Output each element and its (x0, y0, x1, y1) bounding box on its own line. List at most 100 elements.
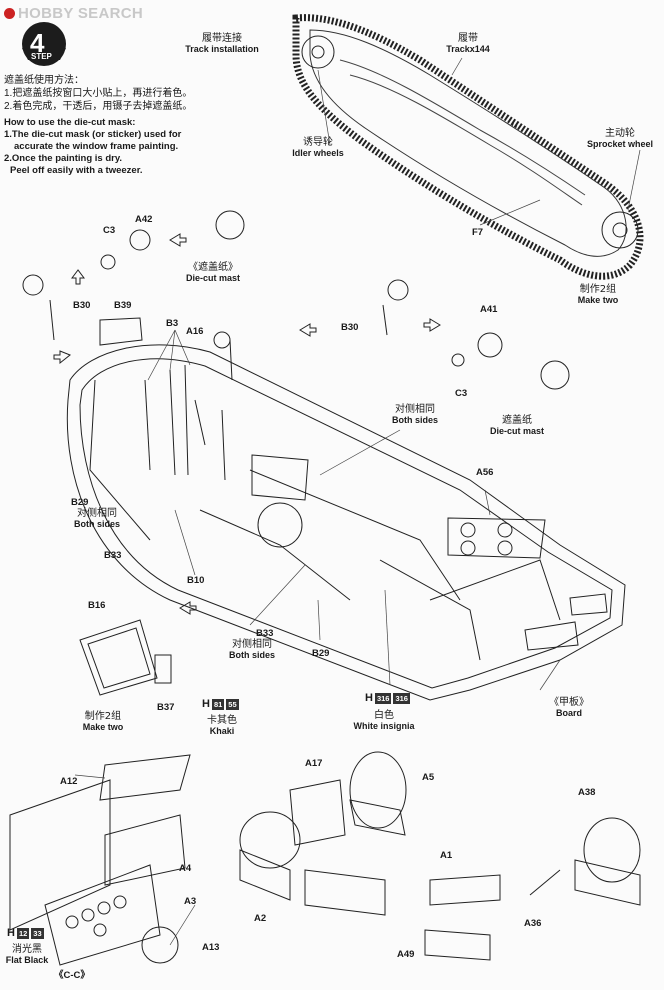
paint-khaki-code2: 55 (226, 698, 239, 710)
part-a13: A13 (202, 942, 220, 953)
flat-black-cn: 消光黑 (12, 944, 42, 955)
track-install-label: 履带连接 Track installation (185, 33, 259, 55)
idler-en: Idler wheels (292, 148, 344, 158)
paint-khaki-code1: 81 (211, 698, 225, 710)
both-sides-label-2: 对侧相同 Both sides (74, 508, 120, 530)
part-a3: A3 (184, 896, 197, 907)
instr-en-1b: accurate the window frame painting. (14, 141, 179, 152)
part-b29-center: B29 (312, 648, 330, 659)
direction-arrows (53, 233, 441, 615)
track-cn: 履带 (457, 33, 478, 44)
flat-black-label: 消光黑 Flat Black (6, 944, 49, 966)
mask-right-label: 遮盖纸 Die-cut mast (490, 415, 544, 437)
both-sides-1-cn: 对侧相同 (394, 404, 435, 415)
make-two-right-label: 制作2组 Make two (578, 284, 619, 306)
mask-top-en: Die-cut mast (185, 273, 241, 283)
sprocket-cn: 主动轮 (605, 128, 635, 139)
make-two-left-en: Make two (82, 722, 124, 732)
white-en: White insignia (353, 721, 415, 731)
part-b39: B39 (114, 300, 132, 311)
paint-white-code1: 316 (374, 692, 392, 704)
make-two-right-en: Make two (577, 295, 619, 305)
part-a4: A4 (179, 863, 192, 874)
part-b16: B16 (88, 600, 106, 611)
part-a56: A56 (476, 467, 494, 478)
track-en: Trackx144 (446, 44, 490, 54)
paint-khaki-h: H (202, 698, 210, 710)
instr-en-2: 2.Once the painting is dry. (4, 153, 123, 164)
both-sides-2-cn: 对侧相同 (76, 508, 117, 519)
paint-white-code2: 316 (393, 692, 410, 704)
both-sides-2-en: Both sides (73, 519, 121, 529)
board-cn: 《甲板》 (549, 697, 589, 708)
make-two-left-cn: 制作2组 (84, 711, 122, 722)
paint-flat-black-h: H (7, 927, 15, 939)
hobby-search-watermark: HOBBY SEARCH (4, 5, 143, 22)
board-en: Board (555, 708, 582, 718)
part-a12: A12 (60, 776, 78, 787)
sprocket-label: 主动轮 Sprocket wheel (587, 128, 653, 150)
part-a38: A38 (578, 787, 596, 798)
part-b30-right: B30 (341, 322, 359, 333)
paint-flat-black-code1: 12 (16, 927, 30, 939)
lower-left-assembly (9, 754, 191, 966)
part-a49: A49 (397, 949, 415, 960)
instr-en-2b: Peel off easily with a tweezer. (10, 165, 143, 176)
step-badge (22, 22, 66, 66)
khaki-en: Khaki (209, 726, 235, 736)
part-a42: A42 (135, 214, 153, 225)
board-label: 《甲板》 Board (549, 697, 589, 719)
step-word: STEP (31, 52, 52, 61)
part-b37: B37 (157, 702, 175, 713)
both-sides-3-cn: 对侧相同 (231, 639, 272, 650)
watermark-text: HOBBY SEARCH (18, 5, 144, 22)
khaki-label: 卡其色 Khaki (207, 715, 237, 737)
part-a5: A5 (422, 772, 435, 783)
step-number: 4 (30, 28, 45, 58)
instr-cn-2: 2.着色完成，干透后，用镊子去掉遮盖纸。 (4, 101, 193, 112)
track-label: 履带 Trackx144 (446, 33, 490, 55)
both-sides-1-en: Both sides (391, 415, 439, 425)
part-b10: B10 (187, 575, 205, 586)
part-f7: F7 (472, 227, 484, 238)
leader-lines (74, 57, 641, 946)
mask-instructions: 遮盖纸使用方法： 1.把遮盖纸按窗口大小贴上，再进行着色。 2.着色完成，干透后… (4, 74, 304, 177)
mask-top-cn: 《遮盖纸》 (187, 262, 238, 273)
both-sides-label-3: 对侧相同 Both sides (229, 639, 275, 661)
idler-label: 诱导轮 Idler wheels (292, 137, 344, 159)
hull-drawing (22, 210, 626, 701)
part-b29-left: B29 (71, 497, 89, 508)
mask-top-label: 《遮盖纸》 Die-cut mast (186, 262, 240, 284)
track-drawing (292, 14, 644, 280)
khaki-cn: 卡其色 (207, 715, 237, 726)
frame-b16-drawing (79, 619, 172, 696)
lower-middle-parts (239, 751, 641, 961)
paint-flat-black-code2: 33 (31, 927, 44, 939)
part-a16: A16 (186, 326, 204, 337)
both-sides-label-1: 对侧相同 Both sides (392, 404, 438, 426)
paint-khaki: H 81 55 (202, 698, 239, 710)
instr-cn-1: 1.把遮盖纸按窗口大小贴上，再进行着色。 (4, 88, 193, 99)
white-cn: 白色 (373, 710, 394, 721)
track-install-en: Track installation (185, 44, 259, 54)
instr-en-1: 1.The die-cut mask (or sticker) used for (4, 129, 182, 140)
mask-right-cn: 遮盖纸 (501, 415, 532, 426)
both-sides-3-en: Both sides (228, 650, 276, 660)
part-c3-right: C3 (455, 388, 468, 399)
part-a17: A17 (305, 758, 323, 769)
paint-flat-black: H 12 33 (7, 927, 44, 939)
paint-white: H 316 316 (365, 692, 410, 704)
instr-en-title: How to use the die-cut mask: (4, 117, 136, 128)
part-b3: B3 (166, 318, 179, 329)
cc-label: 《C-C》 (54, 970, 90, 981)
track-install-cn: 履带连接 (202, 33, 242, 44)
part-c3-top: C3 (103, 225, 116, 236)
idler-cn: 诱导轮 (303, 137, 333, 148)
part-b33-center: B33 (256, 628, 274, 639)
sprocket-en: Sprocket wheel (586, 139, 654, 149)
make-two-right-cn: 制作2组 (579, 284, 617, 295)
part-a36: A36 (524, 918, 542, 929)
part-b30-left: B30 (73, 300, 91, 311)
